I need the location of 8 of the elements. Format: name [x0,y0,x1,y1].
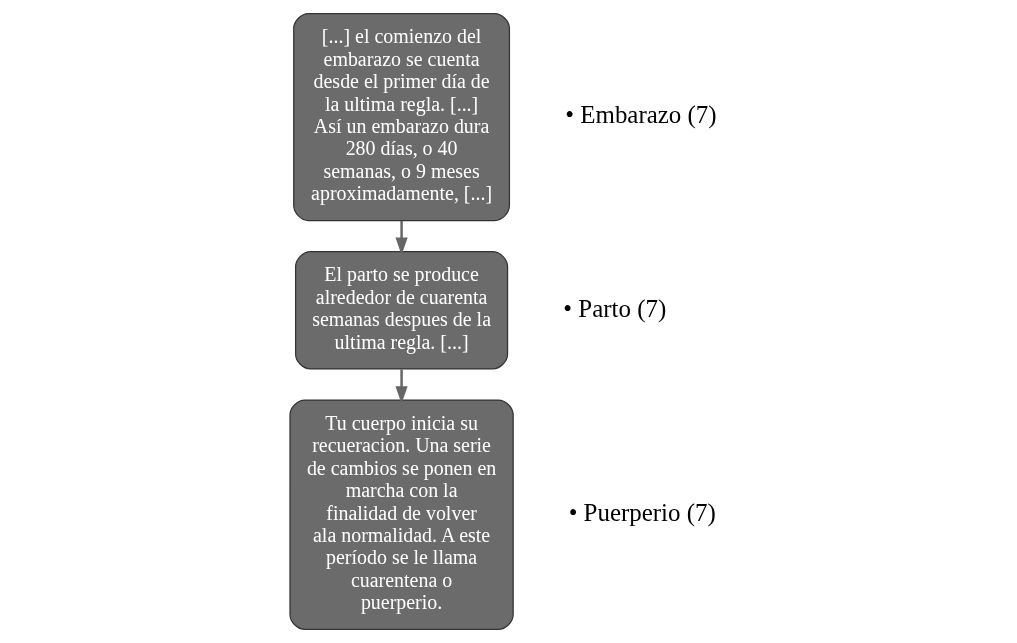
node-box: [...] el comienzo del embarazo se cuenta desde el primer día de la ultima regla. [...] Así un embarazo dura 280 días, o 40 semanas, o 9 meses aproximadamente, [...] [293,12,511,222]
arrow [395,220,408,256]
node-label: • Parto (7) [563,294,667,322]
arrow [395,369,408,404]
node-label: • Puerperio (7) [568,499,716,526]
node-box: Tu cuerpo inicia su recueracion. Una serie de cambios se ponen en marcha con la finalidad de volver ala normalidad. A este período se le llama cuarentena o puerperio. [289,399,514,631]
node-label: • Embarazo (7) [565,101,717,129]
node-box: El parto se produce alrededor de cuarenta semanas despues de la ultima regla. [...] [294,251,509,370]
